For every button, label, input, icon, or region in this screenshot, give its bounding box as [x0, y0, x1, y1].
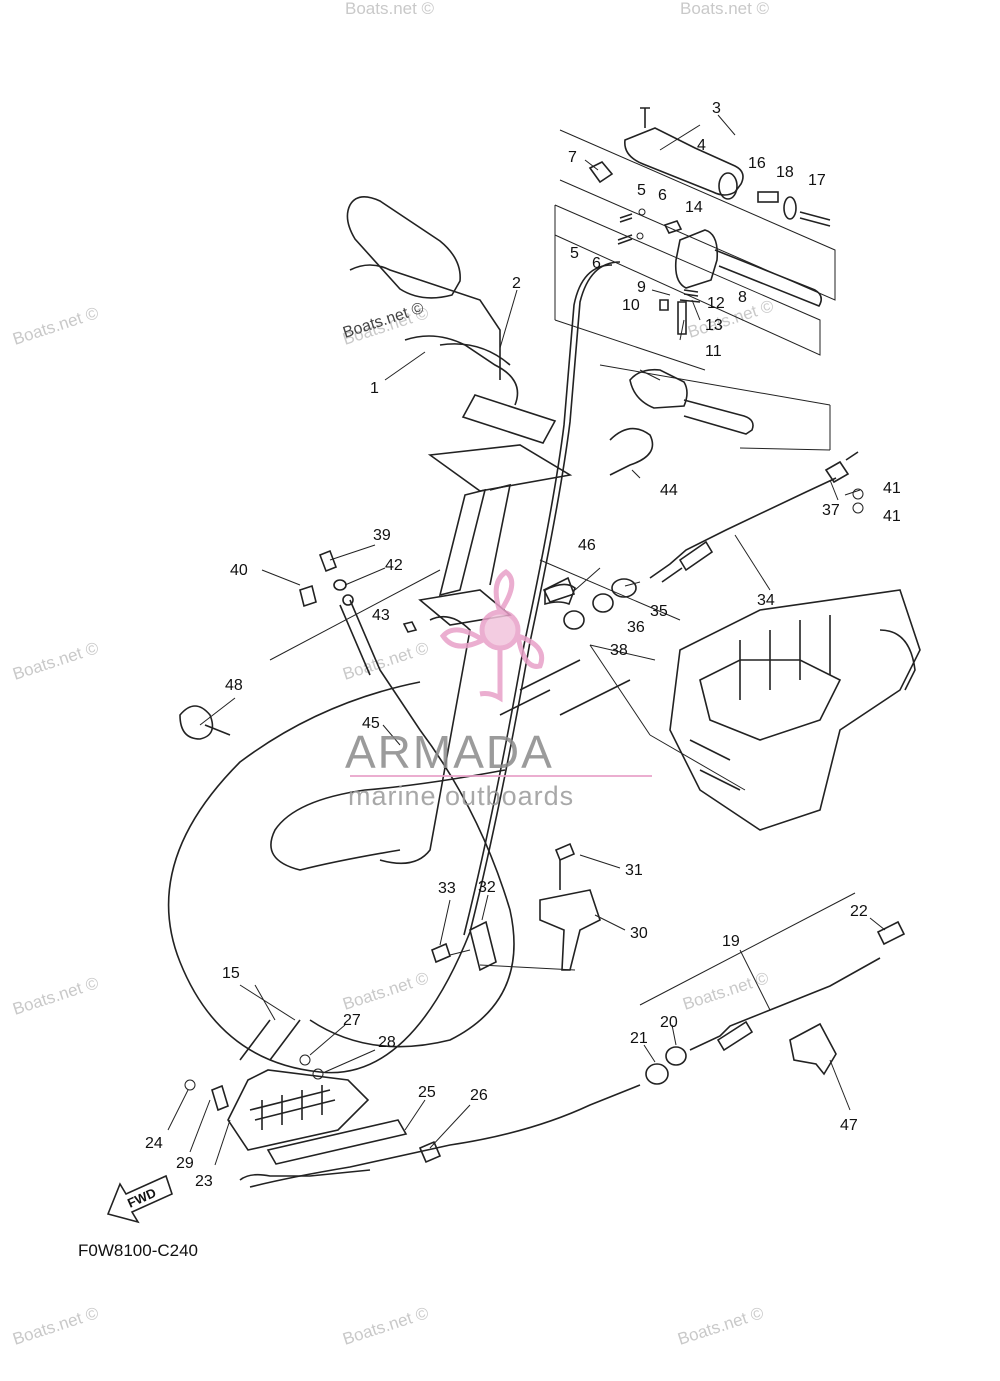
callout-31: 31 — [625, 862, 643, 879]
callout-17: 17 — [808, 172, 826, 189]
callout-16: 16 — [748, 155, 766, 172]
remote-bracket — [184, 1019, 442, 1181]
cable-bands — [179, 427, 654, 740]
armada-brand-text: ARMADA — [345, 726, 554, 778]
watermark-text: Boats.net © — [675, 1303, 766, 1349]
callout-7: 7 — [568, 149, 577, 166]
callout-19: 19 — [722, 933, 740, 950]
callout-14: 14 — [685, 199, 703, 216]
callout-38: 38 — [610, 642, 628, 659]
callout-40: 40 — [230, 562, 248, 579]
callout-23: 23 — [195, 1173, 213, 1190]
callout-numbers: 1 2 3 4 5 6 7 8 9 10 11 12 13 14 5 6 15 … — [145, 100, 901, 1190]
cable-end-parts — [269, 549, 441, 661]
throttle-cable-assembly — [249, 892, 906, 1188]
watermark-text: Boats.net © — [680, 968, 771, 1014]
callout-3: 3 — [712, 100, 721, 117]
callout-4: 4 — [697, 137, 706, 154]
callout-32: 32 — [478, 879, 496, 896]
callout-39: 39 — [373, 527, 391, 544]
throttle-grip-assembly — [554, 107, 836, 451]
cable-routing — [167, 261, 631, 1074]
callout-13: 13 — [705, 317, 723, 334]
shift-cable-assembly — [539, 451, 864, 630]
callout-37: 37 — [822, 502, 840, 519]
callout-18: 18 — [776, 164, 794, 181]
callout-44: 44 — [660, 482, 678, 499]
callout-5: 5 — [637, 182, 646, 199]
engine-block — [589, 589, 921, 831]
callout-27: 27 — [343, 1012, 361, 1029]
watermark-text: Boats.net © — [10, 638, 101, 684]
callout-21: 21 — [630, 1030, 648, 1047]
callout-1: 1 — [370, 380, 379, 397]
drawing-code: F0W8100-C240 — [78, 1241, 198, 1260]
watermark-text: Boats.net © — [685, 296, 776, 342]
callout-12: 12 — [707, 295, 725, 312]
callout-30: 30 — [630, 925, 648, 942]
callout-11: 11 — [705, 343, 722, 360]
callout-45: 45 — [362, 715, 380, 732]
callout-20: 20 — [660, 1014, 678, 1031]
callout-5b: 5 — [570, 245, 579, 262]
callout-43: 43 — [372, 607, 390, 624]
callout-22: 22 — [850, 903, 868, 920]
callout-2: 2 — [512, 275, 521, 292]
callout-15: 15 — [222, 965, 240, 982]
fwd-arrow: FWD — [106, 1174, 173, 1224]
callout-48: 48 — [225, 677, 243, 694]
watermark-text: Boats.net © — [10, 303, 101, 349]
watermark-text: Boats.net © — [10, 973, 101, 1019]
armada-tagline: marine outboards — [348, 781, 574, 811]
callout-10: 10 — [622, 297, 640, 314]
watermark-text: Boats.net © — [680, 0, 770, 18]
armada-watermark: ARMADA marine outboards — [345, 568, 652, 811]
watermark-text: Boats.net © — [340, 1303, 431, 1349]
watermark-text: Boats.net © — [345, 0, 435, 18]
bracket-parts — [431, 842, 601, 972]
callout-24: 24 — [145, 1135, 163, 1152]
leader-lines — [167, 114, 886, 1166]
armada-logo-icon — [439, 568, 545, 703]
watermark-text: Boats.net © — [10, 1303, 101, 1349]
watermark-text: Boats.net © — [340, 638, 431, 684]
callout-46: 46 — [578, 537, 596, 554]
callout-41b: 41 — [883, 508, 901, 525]
callout-36: 36 — [627, 619, 645, 636]
callout-28: 28 — [378, 1034, 396, 1051]
steering-handlebar — [346, 196, 573, 626]
watermark-text: Boats.net © — [340, 968, 431, 1014]
callout-35: 35 — [650, 603, 668, 620]
callout-8: 8 — [738, 289, 747, 306]
callout-34: 34 — [757, 592, 775, 609]
callout-25: 25 — [418, 1084, 436, 1101]
callout-33: 33 — [438, 880, 456, 897]
callout-6: 6 — [658, 187, 667, 204]
callout-47: 47 — [840, 1117, 858, 1134]
callout-6b: 6 — [592, 255, 601, 272]
callout-9: 9 — [637, 279, 646, 296]
callout-41: 41 — [883, 480, 901, 497]
callout-26: 26 — [470, 1087, 488, 1104]
callout-42: 42 — [385, 557, 403, 574]
callout-29: 29 — [176, 1155, 194, 1172]
